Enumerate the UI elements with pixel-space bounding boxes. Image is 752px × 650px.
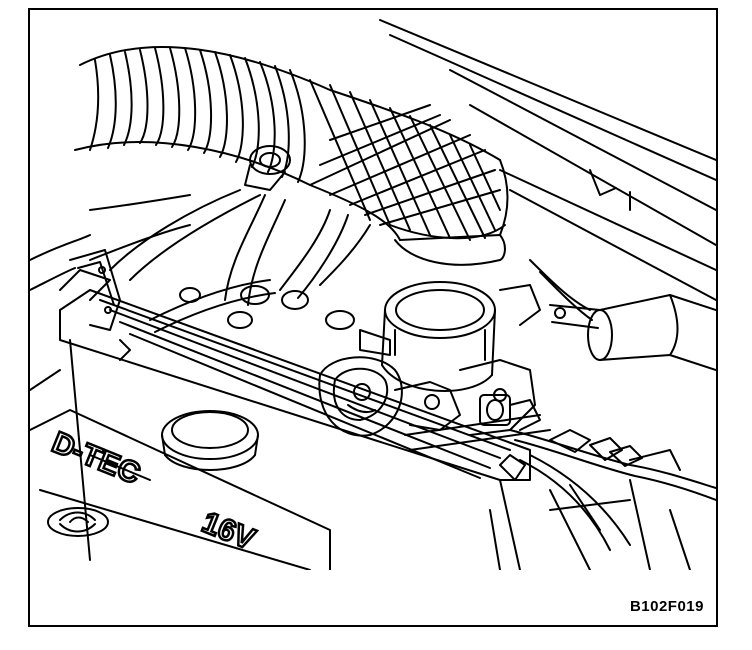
throttle-linkage	[318, 356, 551, 451]
engine-bay-drawing: D-TEC 16V	[30, 19, 716, 570]
air-intake-hose	[74, 45, 509, 266]
throttle-body	[359, 281, 541, 392]
intake-manifold-rail	[59, 269, 531, 570]
fender-panel-lines	[379, 19, 716, 301]
cover-emblem	[47, 507, 109, 537]
lower-body-lines	[30, 234, 691, 570]
engine-model-text: D-TEC	[47, 426, 144, 491]
cam-cover	[30, 369, 331, 570]
wiring-harness	[499, 429, 716, 551]
right-actuator	[549, 294, 716, 371]
vacuum-hoses	[89, 189, 593, 333]
throttle-position-sensor	[479, 394, 541, 431]
figure-id-label: B102F019	[629, 598, 704, 615]
hose-clamp	[244, 145, 291, 191]
illustration-frame: D-TEC 16V B102F019	[28, 8, 718, 627]
hose-fittings	[179, 285, 355, 330]
oil-filler-cap	[161, 410, 259, 471]
valve-count-text: 16V	[197, 506, 259, 557]
left-bracket	[69, 249, 121, 331]
